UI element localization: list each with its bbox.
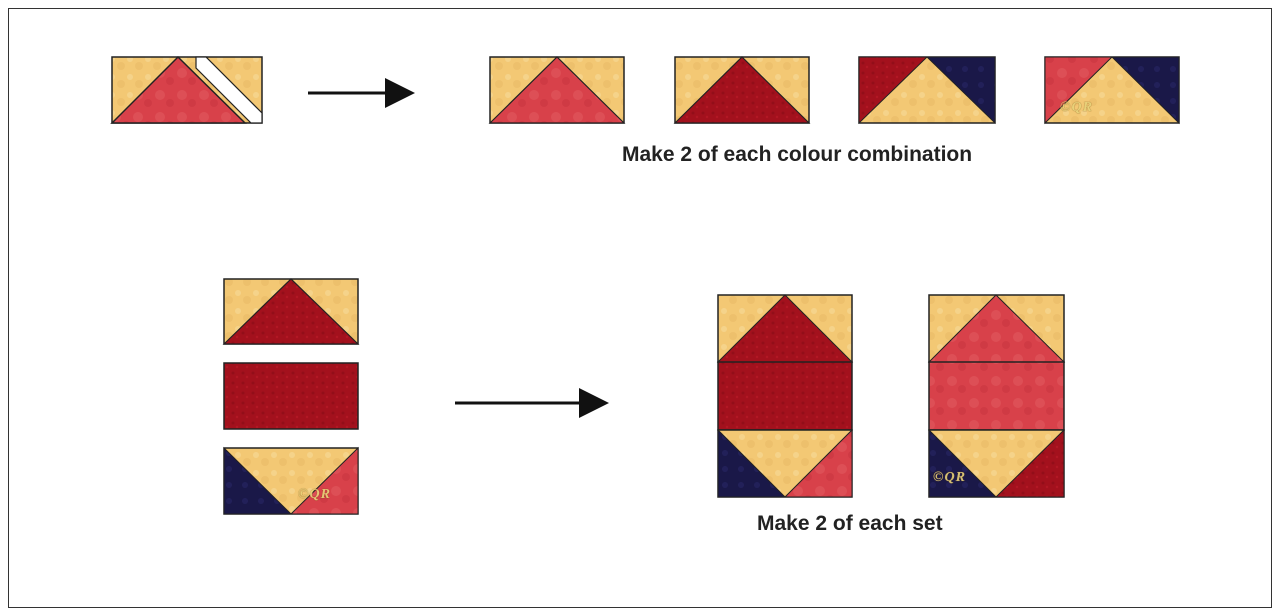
watermark-logo: ©QR bbox=[933, 470, 966, 485]
cut-pieces bbox=[110, 55, 263, 124]
caption-top: Make 2 of each colour combination bbox=[622, 143, 973, 166]
quilt-diagram bbox=[110, 55, 1180, 515]
block-set bbox=[716, 294, 854, 498]
watermark-logo: ©QR bbox=[1060, 100, 1093, 115]
fabric-rectangle bbox=[223, 362, 359, 430]
flying-geese-block bbox=[488, 56, 626, 124]
flying-geese-block bbox=[222, 278, 360, 345]
flying-geese-block bbox=[223, 446, 359, 515]
block-set bbox=[927, 294, 1066, 498]
caption-bottom: Make 2 of each set bbox=[757, 512, 943, 535]
flying-geese-block bbox=[1044, 56, 1180, 125]
watermark-logo: ©QR bbox=[298, 487, 331, 502]
flying-geese-block bbox=[673, 56, 811, 124]
flying-geese-block bbox=[858, 56, 996, 125]
